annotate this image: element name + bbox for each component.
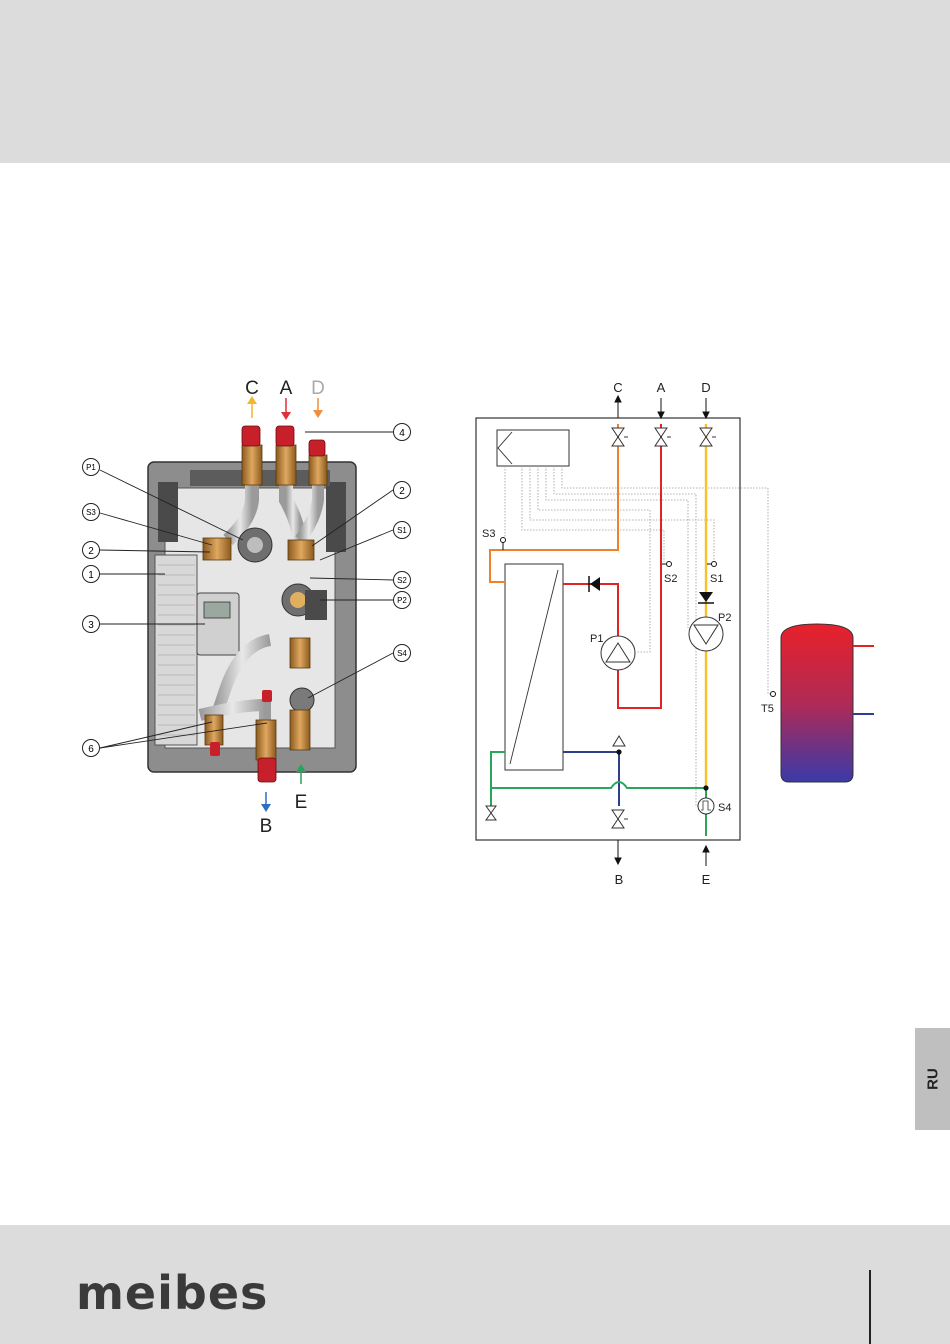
callout-s4: S4 <box>394 645 411 662</box>
photo-port-d: D <box>311 378 325 399</box>
callout-s4-label: S4 <box>397 649 407 658</box>
callout-p2: P2 <box>394 592 411 609</box>
callout-s1: S1 <box>394 522 411 539</box>
schematic-port-b: B <box>615 872 624 887</box>
schematic-port-e: E <box>702 872 711 887</box>
callout-2-left: 2 <box>83 542 100 559</box>
callout-1-label: 1 <box>88 570 94 581</box>
photo-port-e: E <box>295 792 308 813</box>
callout-3: 3 <box>83 616 100 633</box>
callout-s2-label: S2 <box>397 576 407 585</box>
schematic-port-d: D <box>701 380 710 395</box>
storage-tank <box>781 624 874 782</box>
callout-s2: S2 <box>394 572 411 589</box>
schematic-port-c: C <box>613 380 622 395</box>
callout-4: 4 <box>394 424 411 441</box>
callout-s3: S3 <box>83 504 100 521</box>
schematic-p2: P2 <box>718 612 731 624</box>
callout-4-label: 4 <box>399 428 405 439</box>
photo-port-c: C <box>245 378 259 399</box>
callout-2-left-label: 2 <box>88 546 94 557</box>
callout-2-right-label: 2 <box>399 486 405 497</box>
callout-2-right: 2 <box>394 482 411 499</box>
device-illustration <box>148 426 356 782</box>
callout-p1: P1 <box>83 459 100 476</box>
callout-1: 1 <box>83 566 100 583</box>
schematic-s3: S3 <box>482 528 495 540</box>
photo-port-a: A <box>280 378 293 399</box>
hydraulic-schematic <box>476 396 776 866</box>
callout-s1-label: S1 <box>397 526 407 535</box>
schematic-s4: S4 <box>718 802 731 814</box>
schematic-t5: T5 <box>761 703 774 715</box>
callout-p2-label: P2 <box>397 596 407 605</box>
schematic-port-a: A <box>657 380 666 395</box>
callout-3-label: 3 <box>88 620 94 631</box>
callout-p1-label: P1 <box>86 463 96 472</box>
schematic-s1: S1 <box>710 573 723 585</box>
callout-6-label: 6 <box>88 744 94 755</box>
schematic-p1: P1 <box>590 633 603 645</box>
callout-s3-label: S3 <box>86 508 96 517</box>
schematic-s2: S2 <box>664 573 677 585</box>
callout-6: 6 <box>83 740 100 757</box>
photo-port-b: B <box>260 816 273 837</box>
